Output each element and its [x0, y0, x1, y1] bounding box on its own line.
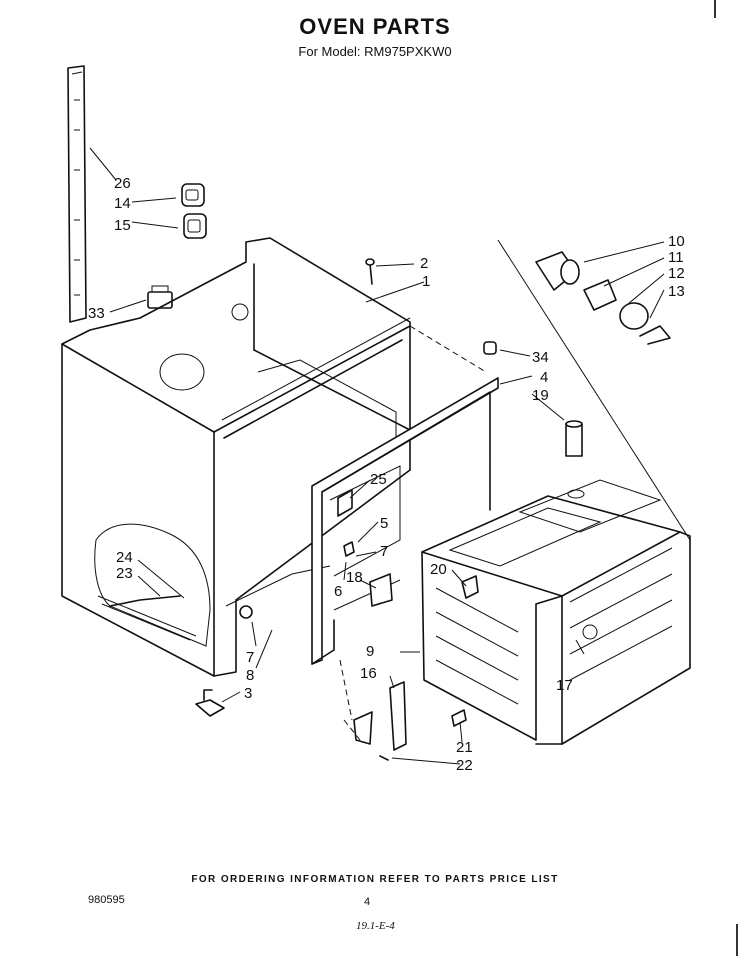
range-cabinet — [61, 237, 487, 677]
callout-2: 2 — [420, 255, 428, 272]
callout-5: 5 — [380, 515, 388, 532]
callout-6: 6 — [334, 583, 342, 600]
oven-front-frame — [311, 377, 499, 665]
callout-9: 9 — [366, 643, 374, 660]
page-title: OVEN PARTS — [299, 14, 451, 39]
model-subtitle: For Model: RM975PXKW0 — [298, 44, 452, 59]
callout-33: 33 — [88, 305, 105, 322]
callout-3: 3 — [244, 685, 252, 702]
oven-light-assembly — [497, 239, 691, 541]
callout-15: 15 — [114, 217, 131, 234]
callout-18: 18 — [346, 569, 363, 586]
callout-23: 23 — [116, 565, 133, 582]
callout-1: 1 — [422, 273, 430, 290]
callout-4: 4 — [540, 369, 548, 386]
scan-edge-mark — [714, 0, 716, 18]
callout-10: 10 — [668, 233, 685, 250]
reference-code: 19.1-E-4 — [356, 920, 395, 932]
callout-25: 25 — [370, 471, 387, 488]
ordering-info-note: FOR ORDERING INFORMATION REFER TO PARTS … — [191, 874, 559, 885]
callout-12: 12 — [668, 265, 685, 282]
callout-11: 11 — [668, 249, 684, 266]
callout-20: 20 — [430, 561, 447, 578]
document-number: 980595 — [88, 894, 125, 906]
callout-24: 24 — [116, 549, 133, 566]
callout-26: 26 — [114, 175, 131, 192]
knob-part-15 — [183, 213, 207, 239]
callout-14: 14 — [114, 195, 131, 212]
callout-labels: 26 14 15 33 2 1 34 4 19 10 11 12 13 25 5… — [88, 175, 685, 774]
callout-21: 21 — [456, 739, 473, 756]
vent-tube-19 — [565, 420, 585, 499]
callout-leaders — [89, 147, 665, 765]
page-number: 4 — [364, 896, 371, 908]
small-hardware — [195, 258, 497, 761]
side-trim-strip — [67, 65, 87, 323]
callout-22: 22 — [456, 757, 473, 774]
oven-liner — [421, 479, 691, 745]
callout-7: 7 — [380, 543, 388, 560]
scan-edge-mark-bottom — [736, 924, 738, 956]
callout-7b: 7 — [246, 649, 254, 666]
callout-34: 34 — [532, 349, 549, 366]
callout-19: 19 — [532, 387, 549, 404]
callout-16: 16 — [360, 665, 377, 682]
callout-17: 17 — [556, 677, 573, 694]
switch-part-33 — [147, 285, 173, 309]
callout-8: 8 — [246, 667, 254, 684]
knob-part-14 — [181, 183, 205, 207]
callout-13: 13 — [668, 283, 685, 300]
